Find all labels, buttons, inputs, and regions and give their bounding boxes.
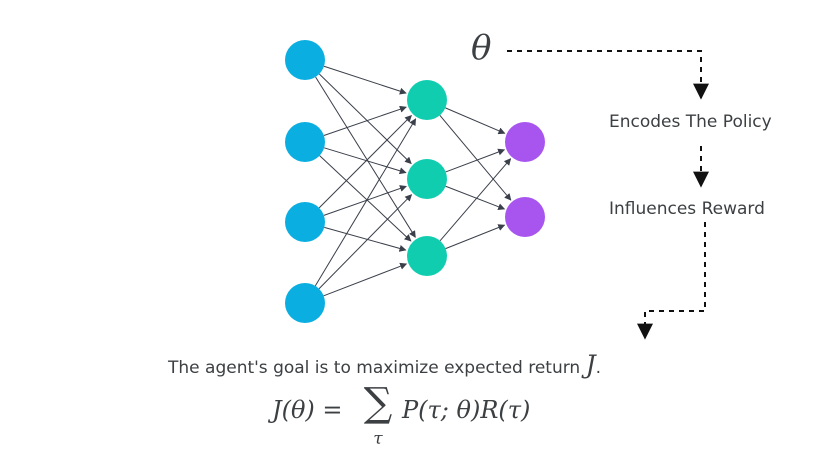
input-node-1 <box>285 40 325 80</box>
edge-input-3-hidden-0 <box>314 118 417 287</box>
edge-input-0-hidden-1 <box>318 73 412 165</box>
goal-statement: The agent's goal is to maximize expected… <box>168 350 601 379</box>
sum-subscript: τ <box>373 429 383 449</box>
formula-rhs: P(τ; θ)R(τ) <box>402 396 531 424</box>
output-node-1 <box>505 122 545 162</box>
goal-symbol: J <box>585 350 596 379</box>
influences-to-goal-arrow <box>637 222 706 340</box>
output-node-2 <box>505 197 545 237</box>
theta-symbol: θ <box>471 28 492 68</box>
edge-hidden-0-output-0 <box>445 107 506 135</box>
input-node-4 <box>285 283 325 323</box>
edge-input-2-hidden-1 <box>323 185 407 216</box>
edge-input-2-hidden-0 <box>318 115 412 209</box>
edge-input-2-hidden-2 <box>324 226 407 252</box>
edge-input-1-hidden-0 <box>323 105 407 136</box>
edge-input-3-hidden-1 <box>318 194 413 290</box>
hidden-node-2 <box>407 159 447 199</box>
edge-hidden-1-output-1 <box>445 185 506 211</box>
input-node-3 <box>285 202 325 242</box>
goal-text: The agent's goal is to maximize expected… <box>168 358 586 378</box>
edge-hidden-2-output-1 <box>445 224 506 250</box>
hidden-node-1 <box>407 80 447 120</box>
summation: ∑ τ <box>360 382 396 448</box>
edge-input-1-hidden-2 <box>319 155 412 242</box>
theta-to-encodes-arrow <box>507 50 709 100</box>
edge-hidden-2-output-0 <box>439 158 512 242</box>
input-node-2 <box>285 122 325 162</box>
network-edges <box>314 65 512 297</box>
dashed-flow-arrows <box>507 50 709 340</box>
edge-input-0-hidden-2 <box>315 76 416 238</box>
edge-hidden-0-output-1 <box>439 115 512 201</box>
hidden-node-3 <box>407 236 447 276</box>
edge-input-0-hidden-0 <box>323 65 407 95</box>
network-nodes <box>285 40 545 323</box>
encodes-policy-label: Encodes The Policy <box>609 112 772 132</box>
edge-hidden-1-output-0 <box>445 148 506 173</box>
edge-input-1-hidden-1 <box>323 147 407 175</box>
formula-lhs: J(θ) = <box>272 396 343 424</box>
sigma-symbol: ∑ <box>363 380 393 426</box>
edge-input-3-hidden-2 <box>323 262 408 297</box>
influences-reward-label: Influences Reward <box>609 199 765 219</box>
goal-end: . <box>595 358 602 378</box>
